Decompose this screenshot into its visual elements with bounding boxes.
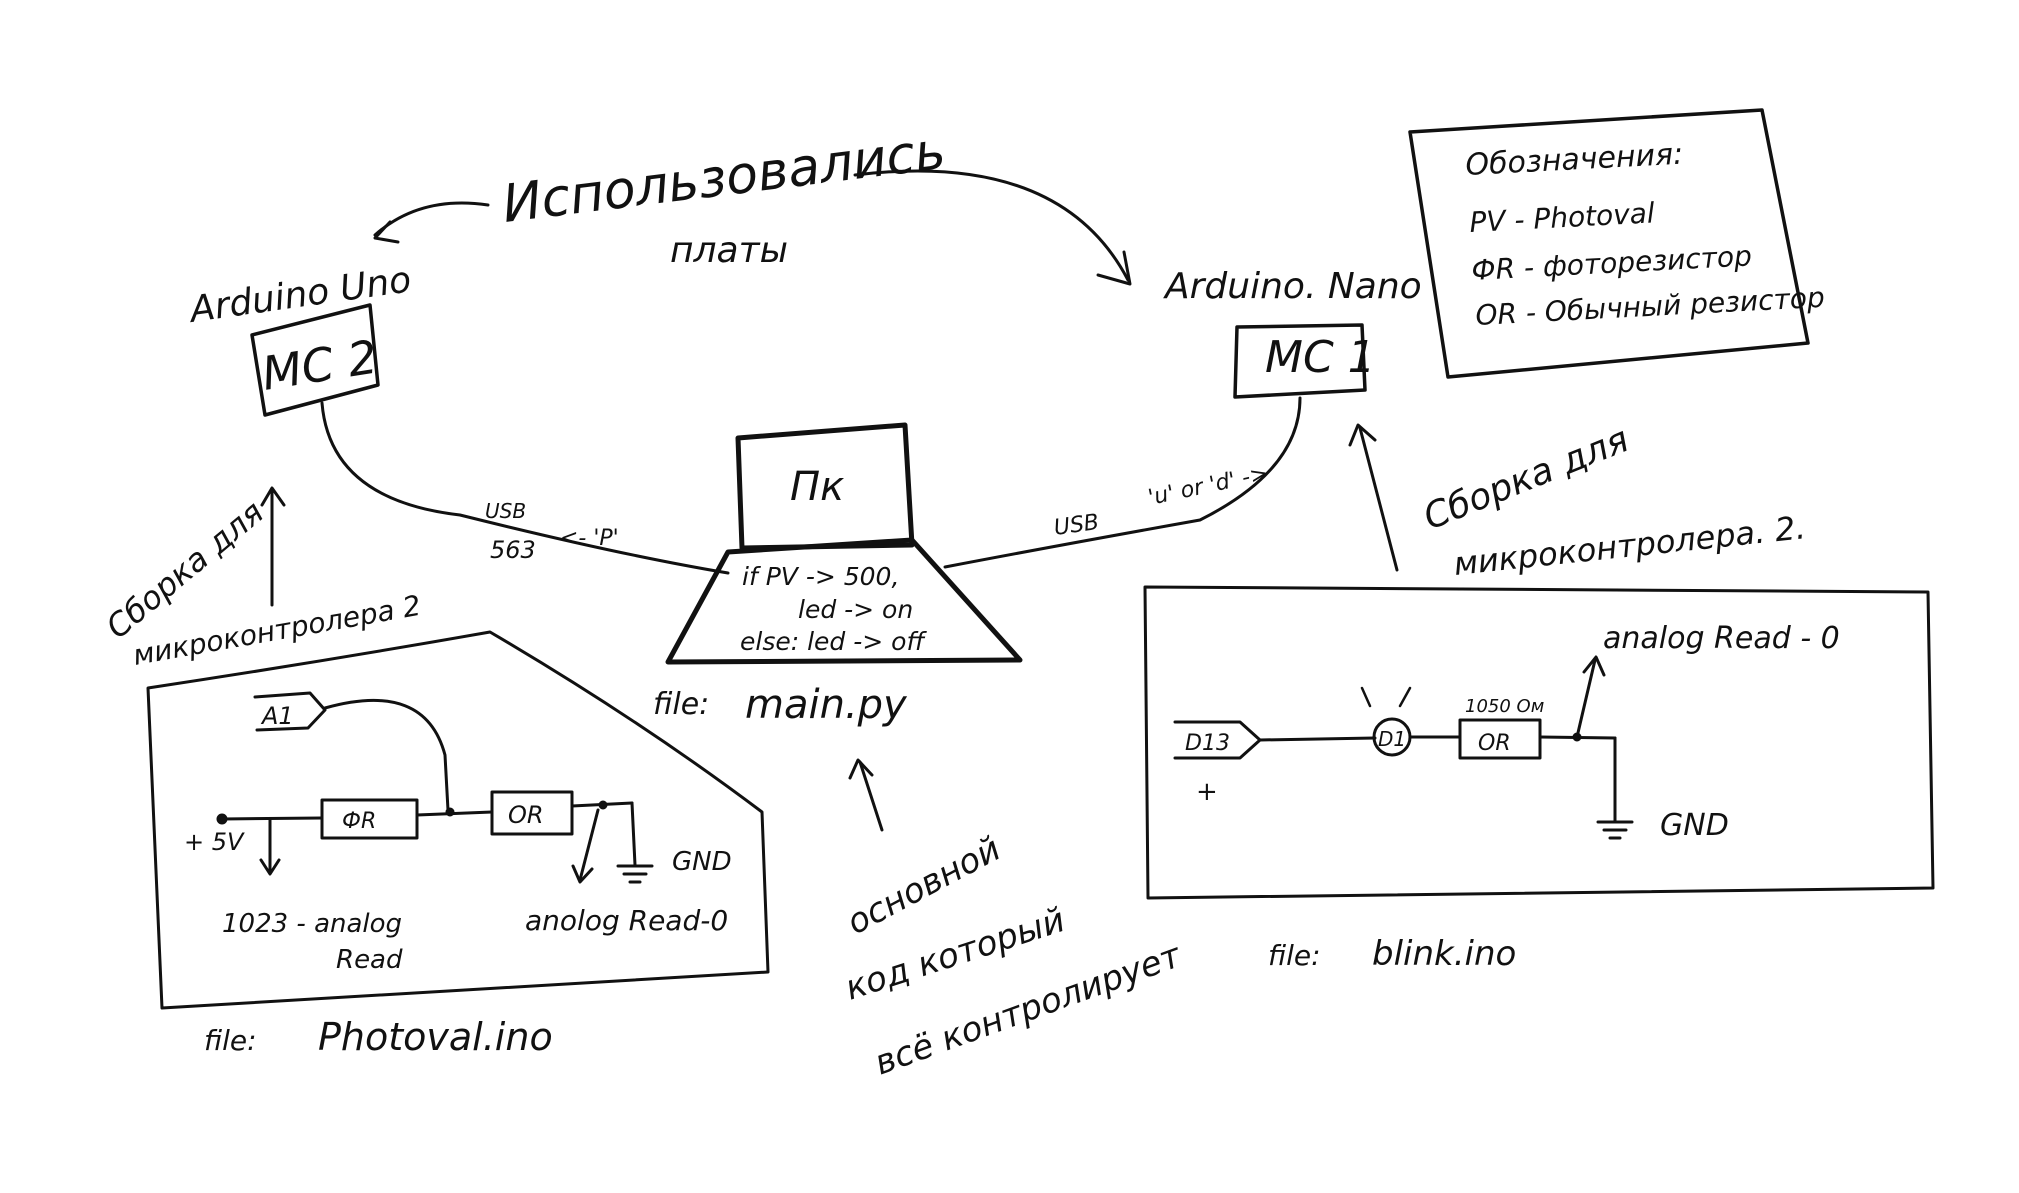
arrow-to-nano [853,169,1130,282]
arrowhead-up-left [260,486,286,507]
led-label: D1 [1378,727,1406,751]
left-circuit-frame [146,630,770,1010]
arrowhead-1023 [259,858,281,876]
led-ray-1 [1360,686,1372,708]
blink-file-prefix: file: [1268,939,1321,972]
pc: Пк if PV -> 500, led -> on else: led -> … [653,422,1023,728]
right-reading-label: analog Read - 0 [1603,621,1840,656]
heading: Использовались платы [499,121,948,271]
pc-code-line1: if PV -> 500, [742,562,899,591]
main-file-prefix: file: [653,687,709,722]
left-resistor-label: OR [508,801,544,829]
high-reading-line2: Read [336,945,403,975]
left-circuit: A1 ФR OR GND + 5V 1023 - analog Read ano… [146,630,770,1059]
low-reading-label: anolog Read-0 [525,904,728,937]
arrow-to-uno [373,201,490,237]
junction-a1 [445,807,455,817]
uno-board: Arduino Uno MC 2 [186,259,414,417]
arrowhead-up-right [1348,423,1377,447]
supply-label: + 5V [184,828,245,856]
left-baud-label: 563 [490,536,536,564]
usb-cable-left [320,401,730,575]
arrowhead-to-nano [1096,250,1132,286]
uno-label: Arduino Uno [186,259,414,331]
main-code-note: основной код который всё контролирует [840,829,1187,1084]
right-resistor-box [1458,718,1542,760]
high-reading-line1: 1023 - analog [222,909,402,939]
right-ground-label: GND [1660,808,1729,843]
right-usb-label: USB [1052,510,1100,541]
nano-label: Arduino. Nano [1163,266,1422,307]
heading-line2: платы [670,230,788,271]
left-command-label: <- 'P' [560,526,619,551]
led-ray-2 [1398,686,1412,708]
arrow-analog-right [1575,658,1597,739]
arrow-to-pc [858,760,884,832]
mc1-box [1233,323,1367,399]
photoval-file-name: Photoval.ino [318,1015,553,1059]
legend-item-fr: ФR - фоторезистор [1471,239,1753,287]
legend-title: Обозначения: [1465,137,1684,183]
left-usb-label: USB [485,499,526,523]
junction-gnd [598,800,608,810]
pin-d13-label: D13 [1185,731,1230,756]
left-resistor-box [490,790,574,836]
mc2-box [250,303,380,417]
pc-screen [735,422,915,551]
wire-fr-or [415,810,494,817]
pin-a1-tag [253,691,327,732]
heading-line1: Использовались [499,121,948,235]
pc-code-line2: led -> on [798,595,913,624]
nano-board: Arduino. Nano MC 1 [1163,266,1422,399]
right-resistor-value: 1050 Ом [1465,696,1544,717]
mc1-label: MC 1 [1265,332,1376,383]
right-note-line2: микроконтролера. 2. [1452,508,1807,583]
right-resistor-label: OR [1478,731,1511,756]
pc-screen-label: Пк [790,464,844,510]
wire-5v-fr [220,816,324,821]
pin-d13-sign: + [1196,777,1218,807]
arrow-analog0 [578,808,600,882]
main-file-name: main.py [745,682,908,728]
arrow-up-right [1358,426,1399,572]
photoresistor-box [320,798,419,840]
gnd-wire [630,801,637,867]
legend-box [1408,108,1810,379]
right-circuit: D13 + D1 OR 1050 Ом analog Read - 0 GND … [1143,585,1935,974]
assembly-note-right: Сборка для микроконтролера. 2. [1418,419,1807,583]
blink-file-name: blink.ino [1372,934,1516,974]
arrowhead-to-pc [848,758,874,780]
left-ground-label: GND [672,847,732,877]
arrowhead-analog0 [571,864,594,884]
photoresistor-label: ФR [342,809,376,834]
pc-code-line3: else: led -> off [740,627,927,656]
assembly-note-left: Сборка для микроконтролера 2 [99,493,424,672]
legend: Обозначения: PV - Photoval ФR - фоторези… [1408,108,1826,379]
photoval-file-prefix: file: [204,1024,257,1057]
pin-a1-label: A1 [260,702,294,730]
wire-d13-led [1258,736,1377,742]
usb-cable-right [943,396,1302,569]
a1-wire [323,699,450,812]
legend-item-pv: PV - Photoval [1469,196,1656,239]
right-note-line1: Сборка для [1418,419,1635,538]
arrowhead-to-uno [373,220,400,244]
right-circuit-frame [1143,585,1935,900]
right-command-label: 'u' or 'd' -> [1146,461,1271,511]
legend-item-or: OR - Обычный резистор [1475,281,1826,332]
pc-base [665,537,1023,665]
arrowhead-analog-right [1582,655,1606,677]
